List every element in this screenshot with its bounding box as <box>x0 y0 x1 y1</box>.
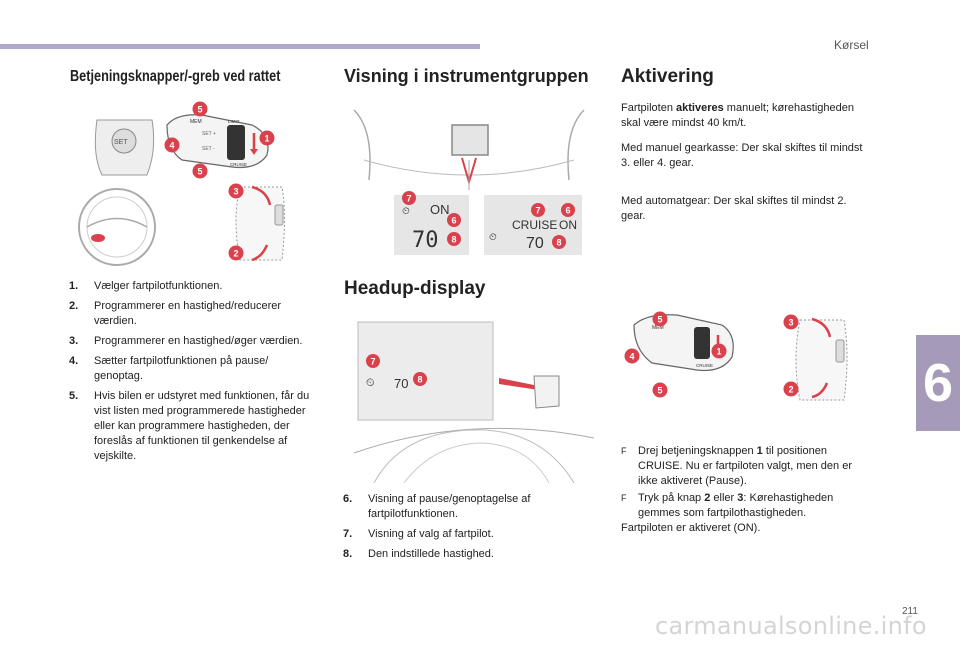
list-item: 4.Sætter fartpilotfunktionen på pause/ g… <box>69 355 269 382</box>
figure-activation-controls: MEM CRUISE 5 1 4 5 3 2 <box>622 305 867 405</box>
list-item: 7.Visning af valg af fartpilot. <box>343 528 494 540</box>
svg-text:6: 6 <box>565 206 570 216</box>
svg-text:70: 70 <box>526 235 544 252</box>
svg-text:MEM: MEM <box>652 325 664 331</box>
badge-8-right: 8 <box>552 235 566 249</box>
page-number: 211 <box>902 606 918 617</box>
svg-text:MEM: MEM <box>190 119 202 125</box>
activation-paragraph-3: Med automatgear: Der skal skiftes til mi… <box>621 195 847 222</box>
svg-text:CRUISE: CRUISE <box>696 363 713 368</box>
badge-2: 2 <box>228 245 244 261</box>
svg-text:5: 5 <box>197 167 202 177</box>
control-list: 1.Vælger fartpilotfunktionen. 2.Programm… <box>69 279 319 469</box>
section-name: Kørsel <box>834 38 869 52</box>
activation-result: Fartpiloten er aktiveret (ON). <box>621 522 761 534</box>
svg-text:CRUISE: CRUISE <box>512 218 557 232</box>
svg-text:2: 2 <box>233 249 238 259</box>
svg-text:8: 8 <box>417 375 422 385</box>
svg-text:4: 4 <box>629 352 634 362</box>
svg-text:⏲: ⏲ <box>489 232 497 243</box>
list-item: 3.Programmerer en hastighed/øger værdien… <box>69 335 303 347</box>
badge-4-right: 4 <box>624 348 640 364</box>
heading-steering-controls: Betjeningsknapper/-greb ved rattet <box>70 68 281 85</box>
svg-text:SET: SET <box>114 139 128 146</box>
svg-text:SET -: SET - <box>202 146 215 152</box>
svg-text:4: 4 <box>169 141 174 151</box>
badge-6-left: 6 <box>447 213 461 227</box>
svg-text:LIMIT: LIMIT <box>228 119 240 124</box>
svg-text:1: 1 <box>716 347 721 357</box>
badge-5-bottom-right: 5 <box>652 382 668 398</box>
svg-text:7: 7 <box>370 357 375 367</box>
heading-headup-display: Headup-display <box>344 278 486 299</box>
figure-instrument-cluster: ⏲ ON 70 7 6 8 CRUISE ON ⏲ 70 7 6 8 <box>344 100 594 265</box>
badge-1-top: 1 <box>259 130 275 146</box>
svg-text:70: 70 <box>412 228 439 253</box>
svg-text:2: 2 <box>788 385 793 395</box>
svg-text:5: 5 <box>657 315 662 325</box>
heading-activation: Aktivering <box>621 66 714 87</box>
list-item: 1.Vælger fartpilotfunktionen. <box>69 280 223 292</box>
svg-text:7: 7 <box>406 194 411 204</box>
heading-instrument-display: Visning i instrumentgruppen <box>344 66 589 86</box>
svg-text:ON: ON <box>559 218 577 232</box>
badge-5-bottom: 5 <box>192 163 208 179</box>
watermark: carmanualsonline.info <box>655 612 927 640</box>
display-list: 6.Visning af pause/genoptagelse af fartp… <box>343 492 583 567</box>
badge-2-right: 2 <box>783 381 799 397</box>
svg-text:8: 8 <box>556 238 561 248</box>
badge-3-right: 3 <box>783 314 799 330</box>
list-item: 8.Den indstillede hastighed. <box>343 548 494 560</box>
list-item: 5.Hvis bilen er udstyret med funktionen,… <box>69 390 310 462</box>
svg-text:70: 70 <box>394 376 408 391</box>
figure-steering-controls: SET MEM SET + SET - LIMIT CRUISE 5 1 4 5… <box>72 95 317 270</box>
header-accent-bar <box>0 44 480 49</box>
svg-text:ON: ON <box>430 202 450 217</box>
activation-paragraph-2: Med manuel gearkasse: Der skal skiftes t… <box>621 142 863 169</box>
activation-paragraph-1: Fartpiloten aktiveres manuelt; kørehasti… <box>621 102 854 129</box>
badge-8-hud: 8 <box>413 372 427 386</box>
badge-7-hud: 7 <box>366 354 380 368</box>
badge-7-right: 7 <box>531 203 545 217</box>
badge-6-right: 6 <box>561 203 575 217</box>
svg-text:⏲: ⏲ <box>366 376 375 389</box>
svg-text:6: 6 <box>451 216 456 226</box>
badge-5-top: 5 <box>192 101 208 117</box>
chapter-tab: 6 <box>916 335 960 431</box>
badge-7-left: 7 <box>402 191 416 205</box>
list-item: 2.Programmerer en hastighed/reducerer væ… <box>69 300 282 327</box>
svg-text:7: 7 <box>535 206 540 216</box>
svg-text:1: 1 <box>264 134 269 144</box>
svg-text:SET +: SET + <box>202 131 216 137</box>
svg-text:3: 3 <box>233 187 238 197</box>
svg-text:5: 5 <box>657 386 662 396</box>
badge-4: 4 <box>164 137 180 153</box>
svg-text:5: 5 <box>197 105 202 115</box>
badge-5-top-right: 5 <box>652 311 668 327</box>
svg-text:8: 8 <box>451 235 456 245</box>
figure-headup-display: ⏲ 70 7 8 <box>344 318 599 483</box>
svg-text:CRUISE: CRUISE <box>230 162 247 167</box>
badge-8-left: 8 <box>447 232 461 246</box>
list-item: 6.Visning af pause/genoptagelse af fartp… <box>343 493 531 520</box>
badge-1-right: 1 <box>711 343 727 359</box>
badge-3: 3 <box>228 183 244 199</box>
svg-text:3: 3 <box>788 318 793 328</box>
svg-text:⏲: ⏲ <box>402 206 410 217</box>
